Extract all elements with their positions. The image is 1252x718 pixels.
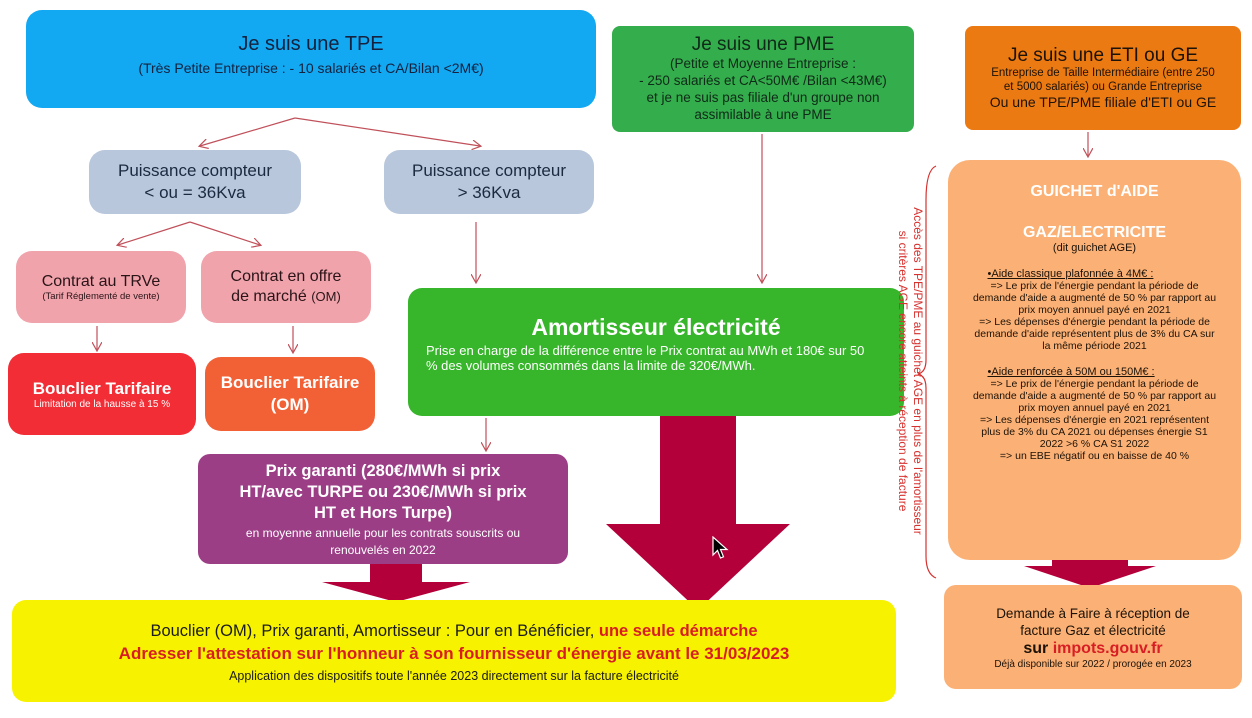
guichet-classic-item: => Le prix de l'énergie pendant la pério…	[972, 280, 1217, 316]
vertical-note-line1: Accès des TPE/PME au guichet AGE en plus…	[911, 207, 925, 535]
tpe-box: Je suis une TPE (Très Petite Entreprise …	[26, 10, 596, 108]
pme-box: Je suis une PME (Petite et Moyenne Entre…	[612, 26, 914, 132]
eti-title: Je suis une ETI ou GE	[1007, 45, 1199, 66]
guichet-reinforced-title: •Aide renforcée à 50M ou 150M€ :	[987, 366, 1155, 378]
amortisseur-text: Prise en charge de la différence entre l…	[426, 343, 865, 373]
contract-om-suffix: (OM)	[311, 289, 341, 304]
impots-line1: Demande à Faire à réception de	[996, 605, 1190, 621]
contract-om-line1: Contrat en offre	[230, 268, 342, 285]
bottom-line2: Adresser l'attestation sur l'honneur à s…	[118, 643, 790, 663]
contract-trve-title: Contrat au TRVe	[41, 272, 161, 290]
connector-tpe-counter-high	[294, 117, 480, 146]
vertical-note: Accès des TPE/PME au guichet AGE en plus…	[880, 160, 940, 582]
contract-trve-subtitle: (Tarif Réglementé de vente)	[42, 290, 160, 302]
shield-om-box: Bouclier Tarifaire (OM)	[205, 357, 375, 431]
contract-om-line2: de marché	[231, 288, 307, 305]
brace-guichet	[917, 165, 937, 579]
prix-garanti-line: HT/avec TURPE ou 230€/MWh si prix	[239, 482, 527, 501]
prix-garanti-note: en moyenne annuelle pour les contrats so…	[245, 525, 521, 540]
connector-tpe-counter-low	[200, 117, 296, 146]
contract-om-line2-wrap: de marché (OM)	[231, 287, 341, 307]
guichet-reinforced-item: => Le prix de l'énergie pendant la pério…	[972, 378, 1217, 414]
bottom-line1-prefix: Bouclier (OM), Prix garanti, Amortisseur…	[150, 621, 595, 640]
pme-line: (Petite et Moyenne Entreprise :	[669, 56, 857, 71]
tpe-subtitle: (Très Petite Entreprise : - 10 salariés …	[138, 59, 484, 76]
big-arrow-guichet-impots	[1024, 560, 1156, 588]
impots-link[interactable]: impots.gouv.fr	[1052, 639, 1163, 657]
counter-high-box: Puissance compteur > 36Kva	[384, 150, 594, 214]
bottom-line1: Bouclier (OM), Prix garanti, Amortisseur…	[150, 620, 757, 642]
impots-note: Déjà disponible sur 2022 / prorogée en 2…	[994, 658, 1192, 670]
shield-trve-box: Bouclier Tarifaire Limitation de la haus…	[8, 353, 196, 435]
guichet-classic-item: => Les dépenses d'énergie pendant la pér…	[974, 316, 1215, 352]
impots-site-line: sur impots.gouv.fr	[1023, 639, 1162, 659]
counter-low-box: Puissance compteur < ou = 36Kva	[89, 150, 301, 214]
guichet-reinforced-item: => un EBE négatif ou en baisse de 40 %	[999, 450, 1190, 462]
guichet-classic-section: •Aide classique plafonnée à 4M€ : => Le …	[970, 268, 1220, 352]
connector-counter-trve	[118, 221, 191, 245]
eti-line-2: Ou une TPE/PME filiale d'ETI ou GE	[989, 94, 1217, 110]
bottom-line1-highlight: une seule démarche	[598, 621, 758, 640]
bottom-banner: Bouclier (OM), Prix garanti, Amortisseur…	[12, 600, 896, 702]
eti-line: et 5000 salariés) ou Grande Entreprise	[1003, 81, 1203, 93]
counter-low-line2: < ou = 36Kva	[144, 183, 246, 202]
guichet-reinforced-section: •Aide renforcée à 50M ou 150M€ : => Le p…	[970, 366, 1220, 462]
vertical-note-line2: si critères AGE encore atteints à récept…	[896, 230, 910, 512]
impots-line2: facture Gaz et électricité	[1020, 622, 1166, 638]
amortisseur-box: Amortisseur électricité Prise en charge …	[408, 288, 904, 416]
vertical-note-text: Accès des TPE/PME au guichet AGE en plus…	[895, 161, 925, 581]
big-arrow-amort-bottom	[606, 416, 790, 610]
prix-garanti-note: renouvelés en 2022	[330, 542, 436, 557]
contract-trve-box: Contrat au TRVe (Tarif Réglementé de ven…	[16, 251, 186, 323]
guichet-subtitle: (dit guichet AGE)	[1052, 242, 1137, 254]
prix-garanti-line: Prix garanti (280€/MWh si prix	[265, 461, 501, 480]
eti-box: Je suis une ETI ou GE Entreprise de Tail…	[965, 26, 1241, 130]
pme-line: - 250 salariés et CA<50M€ /Bilan <43M€)	[639, 73, 887, 88]
counter-high-line2: > 36Kva	[457, 183, 521, 202]
guichet-reinforced-item: => Les dépenses d'énergie en 2021 représ…	[979, 414, 1210, 450]
counter-low-line1: Puissance compteur	[117, 161, 273, 180]
connector-counter-om	[189, 221, 260, 245]
big-arrow-prix-bottom	[322, 564, 470, 602]
prix-garanti-line: HT et Hors Turpe)	[313, 503, 453, 522]
guichet-title-line: GUICHET d'AIDE	[1030, 183, 1159, 200]
bottom-line3: Application des dispositifs toute l'anné…	[229, 668, 679, 683]
prix-garanti-box: Prix garanti (280€/MWh si prix HT/avec T…	[198, 454, 568, 564]
pme-line: assimilable à une PME	[694, 107, 832, 122]
guichet-box: GUICHET d'AIDE GAZ/ELECTRICITE (dit guic…	[948, 160, 1241, 560]
mouse-pointer-icon	[712, 536, 729, 559]
pme-title: Je suis une PME	[691, 34, 835, 55]
amortisseur-title: Amortisseur électricité	[531, 314, 781, 340]
shield-trve-title: Bouclier Tarifaire	[32, 378, 172, 398]
contract-om-box: Contrat en offre de marché (OM)	[201, 251, 371, 323]
pme-line: et je ne suis pas filiale d'un groupe no…	[646, 90, 880, 105]
eti-line: Entreprise de Taille Intermédiaire (entr…	[991, 67, 1215, 79]
tpe-title: Je suis une TPE	[238, 32, 384, 55]
shield-om-line1: Bouclier Tarifaire	[220, 373, 360, 392]
shield-om-line2: (OM)	[270, 395, 310, 414]
counter-high-line1: Puissance compteur	[411, 161, 567, 180]
impots-prefix: sur	[1023, 639, 1049, 657]
shield-trve-subtitle: Limitation de la hausse à 15 %	[33, 398, 171, 410]
guichet-classic-title: •Aide classique plafonnée à 4M€ :	[987, 268, 1154, 280]
impots-box: Demande à Faire à réception de facture G…	[944, 585, 1242, 689]
guichet-title-line: GAZ/ELECTRICITE	[1022, 224, 1167, 241]
